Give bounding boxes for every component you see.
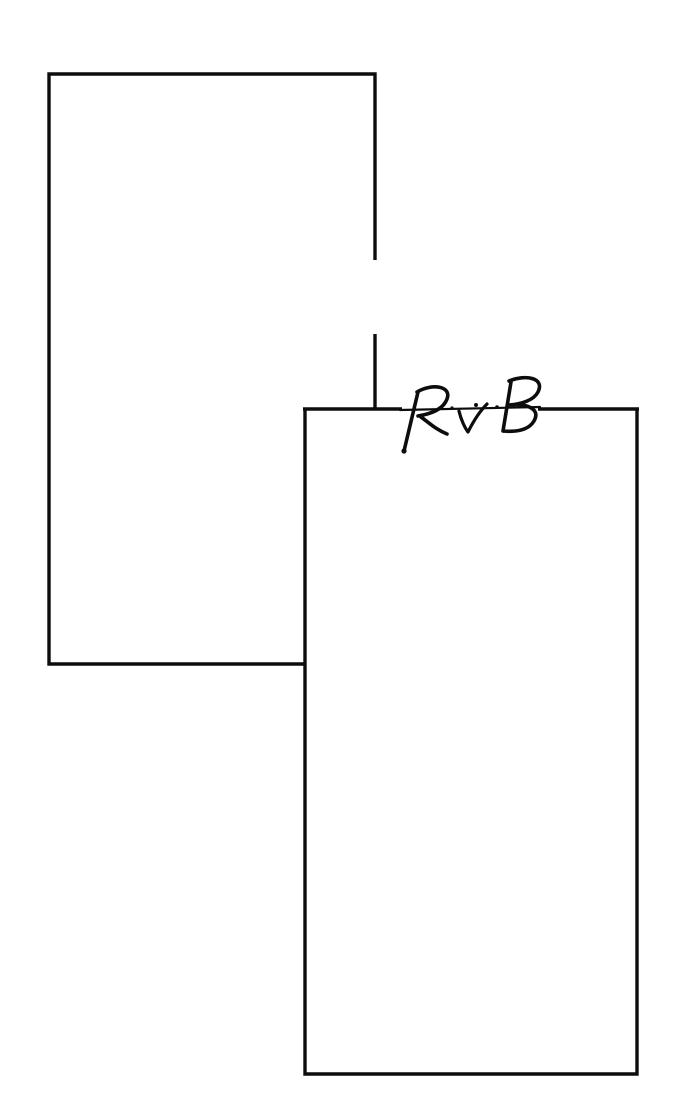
front-panel-frame <box>303 407 639 1076</box>
signature-underline <box>398 405 542 412</box>
back-panel-border-main <box>47 72 377 666</box>
front-panel-sides <box>303 409 639 1076</box>
signature-dot-4 <box>450 406 454 410</box>
signature-letter-v <box>457 402 489 434</box>
front-panel-fill <box>305 409 637 1074</box>
back-panel-frame <box>47 72 377 666</box>
signature-dot-3 <box>495 405 499 409</box>
signature-letter-r <box>402 385 450 453</box>
signature-letter-b <box>501 375 542 434</box>
artist-signature <box>398 375 542 454</box>
signature-dot-1 <box>401 448 407 454</box>
signature-dot-2 <box>474 403 478 407</box>
